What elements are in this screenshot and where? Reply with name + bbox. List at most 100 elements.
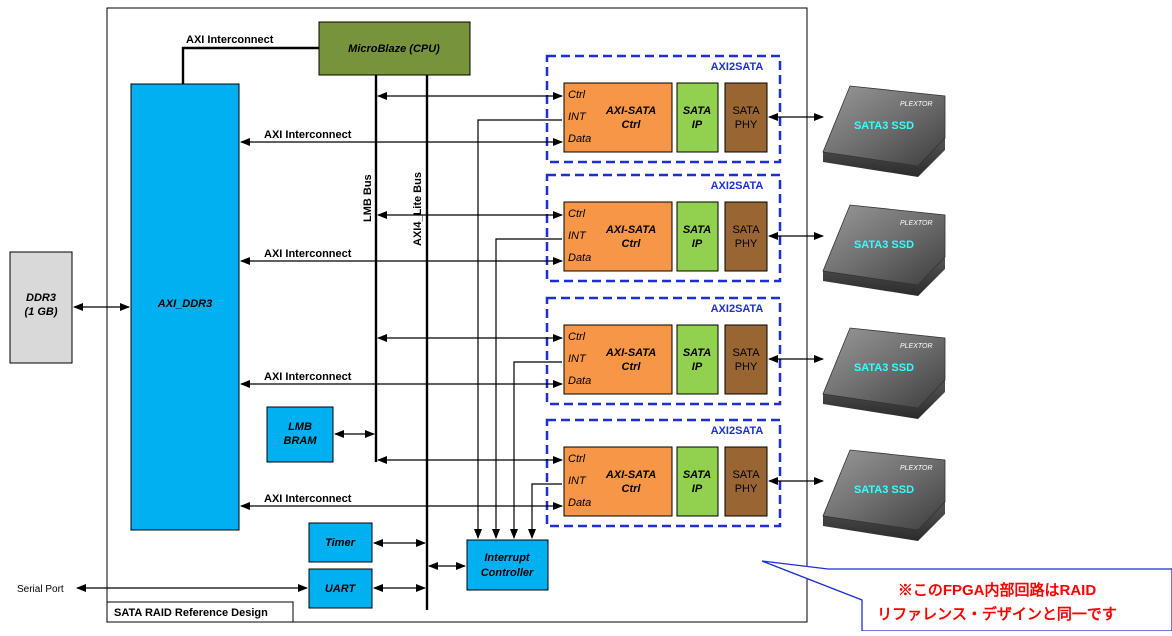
axi-top-label: AXI Interconnect (186, 34, 274, 46)
channel-dashed-border (545, 296, 782, 406)
ssd-brand: PLEXTOR (900, 343, 933, 350)
sata-ip-block (676, 82, 719, 153)
ssd-drive-image: PLEXTOR SATA3 SSD (822, 204, 946, 296)
ctrl-port-label: Ctrl (568, 208, 586, 220)
channel-dashed-border (545, 418, 782, 528)
sata-ip-label-line2: IP (692, 361, 703, 373)
callout-line1: ※このFPGA内部回路はRAID (898, 581, 1097, 599)
sata-phy-label-line1: SATA (732, 105, 760, 117)
ssd-brand: PLEXTOR (900, 101, 933, 108)
axi-ddr3-label: AXI_DDR3 (157, 298, 212, 310)
sata-ip-label-line1: SATA (683, 105, 711, 117)
design-label-box (106, 601, 294, 623)
ctrl-port-label: INT (568, 475, 587, 487)
sata-phy-label-line1: SATA (732, 224, 760, 236)
int-wire (492, 238, 562, 539)
sata-ip-label-line2: IP (692, 238, 703, 250)
interrupt-controller-label-line2: Controller (481, 567, 534, 579)
sata-phy-label-line1: SATA (732, 469, 760, 481)
ctrl-port-label: INT (568, 111, 587, 123)
sata-ip-block (676, 201, 719, 272)
int-wire (474, 119, 562, 539)
ctrl-port-label: INT (568, 230, 587, 242)
sata-ip-label-line1: SATA (683, 224, 711, 236)
axi-sata-ctrl-block (563, 324, 673, 395)
axi-sata-ctrl-label-line1: AXI-SATA (605, 105, 656, 117)
timer-block (308, 522, 373, 563)
axi2sata-channel: AXI2SATACtrlINTDataAXI-SATACtrlSATAIPSAT… (240, 173, 946, 539)
axi-sata-ctrl-block (563, 446, 673, 517)
interrupt-controller-label-line1: Interrupt (484, 552, 531, 564)
interrupt-controller-block (466, 539, 549, 591)
axi2sata-channels: AXI2SATACtrlINTDataAXI-SATACtrlSATAIPSAT… (240, 54, 946, 541)
axi-sata-ctrl-block (563, 82, 673, 153)
sata-ip-label-line1: SATA (683, 469, 711, 481)
axi-sata-ctrl-block (563, 201, 673, 272)
axi-sata-ctrl-label-line2: Ctrl (622, 361, 642, 373)
sata-phy-label-line1: SATA (732, 347, 760, 359)
ssd-drive-image: PLEXTOR SATA3 SSD (822, 327, 946, 419)
ctrl-port-label: Data (568, 252, 591, 264)
ctrl-port-label: Data (568, 497, 591, 509)
axi-interconnect-label: AXI Interconnect (264, 248, 352, 260)
ssd-label: SATA3 SSD (854, 484, 914, 496)
ctrl-port-label: Data (568, 133, 591, 145)
ssd-drive-image: PLEXTOR SATA3 SSD (822, 85, 946, 177)
ssd-brand: PLEXTOR (900, 220, 933, 227)
channel-title: AXI2SATA (711, 303, 764, 315)
ddr3-label-line2: (1 GB) (25, 306, 58, 318)
ddr3-chip (9, 251, 73, 364)
channel-title: AXI2SATA (711, 61, 764, 73)
sata-phy-label-line2: PHY (735, 361, 758, 373)
callout-line2: リファレンス・デザインと同一です (877, 605, 1117, 623)
axi-ddr3-block (130, 83, 240, 531)
ssd-label: SATA3 SSD (854, 362, 914, 374)
sata-phy-block (724, 201, 768, 272)
axi-interconnect-label: AXI Interconnect (264, 371, 352, 383)
axi4-lite-bus-label: AXI4_Lite Bus (412, 172, 424, 246)
design-label: SATA RAID Reference Design (114, 607, 268, 619)
sata-phy-label-line2: PHY (735, 483, 758, 495)
axi2sata-channel: AXI2SATACtrlINTDataAXI-SATACtrlSATAIPSAT… (240, 296, 946, 539)
lmb-bram-block (266, 406, 334, 463)
ssd-label: SATA3 SSD (854, 239, 914, 251)
ddr3-label-line1: DDR3 (26, 292, 56, 304)
sata-phy-label-line2: PHY (735, 119, 758, 131)
ctrl-port-label: Data (568, 375, 591, 387)
axi-sata-ctrl-label-line1: AXI-SATA (605, 224, 656, 236)
uart-label: UART (325, 583, 357, 595)
ssd-label: SATA3 SSD (854, 120, 914, 132)
timer-label: Timer (325, 537, 355, 549)
axi2sata-channel: AXI2SATACtrlINTDataAXI-SATACtrlSATAIPSAT… (240, 54, 946, 539)
axi-top-interconnect (181, 46, 319, 84)
channel-title: AXI2SATA (711, 425, 764, 437)
ctrl-port-label: Ctrl (568, 331, 586, 343)
serial-port-label: Serial Port (17, 584, 64, 595)
axi-interconnect-label: AXI Interconnect (264, 129, 352, 141)
sata-phy-block (724, 446, 768, 517)
axi2sata-channel: AXI2SATACtrlINTDataAXI-SATACtrlSATAIPSAT… (240, 418, 946, 541)
sata-ip-label-line1: SATA (683, 347, 711, 359)
int-wire (528, 483, 562, 539)
sata-phy-block (724, 82, 768, 153)
lmb-bram-label-line2: BRAM (284, 435, 318, 447)
channel-dashed-border (545, 173, 782, 283)
uart-block (308, 568, 373, 609)
ssd-drive-image: PLEXTOR SATA3 SSD (822, 449, 946, 541)
lmb-bram-label-line1: LMB (288, 421, 312, 433)
sata-ip-label-line2: IP (692, 119, 703, 131)
sata-ip-block (676, 446, 719, 517)
ctrl-port-label: INT (568, 353, 587, 365)
ssd-brand: PLEXTOR (900, 465, 933, 472)
sata-phy-block (724, 324, 768, 395)
cpu-label: MicroBlaze (CPU) (348, 43, 440, 55)
sata-ip-label-line2: IP (692, 483, 703, 495)
ctrl-port-label: Ctrl (568, 89, 586, 101)
channel-title: AXI2SATA (711, 180, 764, 192)
axi-sata-ctrl-label-line2: Ctrl (622, 238, 642, 250)
axi-sata-ctrl-label-line2: Ctrl (622, 119, 642, 131)
axi-sata-ctrl-label-line1: AXI-SATA (605, 469, 656, 481)
axi-sata-ctrl-label-line2: Ctrl (622, 483, 642, 495)
